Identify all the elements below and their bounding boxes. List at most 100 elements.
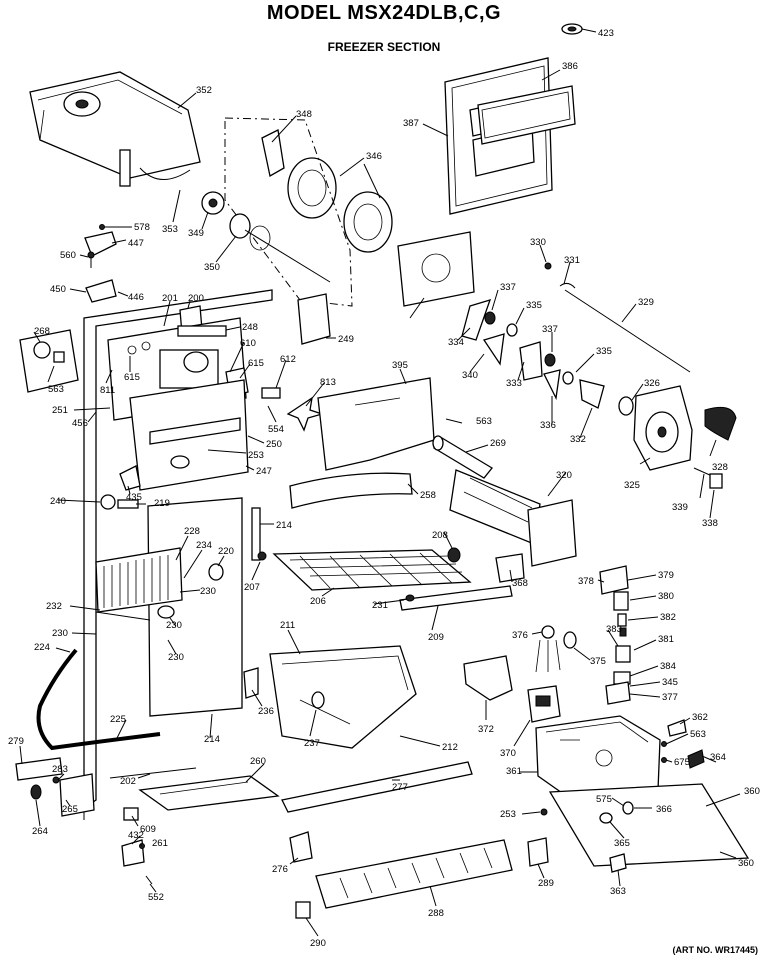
part-277-rail bbox=[281, 761, 473, 813]
part-230 bbox=[157, 605, 175, 619]
label-368: 368 bbox=[512, 578, 528, 589]
part-290 bbox=[295, 901, 311, 919]
label-365: 365 bbox=[614, 838, 630, 849]
part-360-tray bbox=[548, 783, 750, 867]
part-563 bbox=[661, 741, 667, 747]
part-350-spring-auger bbox=[229, 213, 331, 283]
part-339-pin bbox=[693, 467, 713, 477]
label-253-lower: 253 bbox=[500, 809, 516, 820]
label-384: 384 bbox=[660, 661, 676, 672]
label-251: 251 bbox=[52, 405, 68, 416]
label-261: 261 bbox=[152, 838, 168, 849]
part-269-tube bbox=[432, 435, 493, 479]
part-206-shelf bbox=[272, 549, 472, 591]
part-228-evaporator bbox=[95, 547, 224, 613]
part-264 bbox=[30, 784, 42, 800]
label-578: 578 bbox=[134, 222, 150, 233]
part-675 bbox=[661, 757, 667, 763]
part-366 bbox=[622, 801, 634, 815]
part-258-cover bbox=[289, 472, 413, 509]
label-335-lower: 335 bbox=[596, 346, 612, 357]
label-338: 338 bbox=[702, 518, 718, 529]
label-207: 207 bbox=[244, 582, 260, 593]
label-563-right: 563 bbox=[690, 729, 706, 740]
part-289 bbox=[527, 837, 549, 867]
label-236: 236 bbox=[258, 706, 274, 717]
label-450: 450 bbox=[50, 284, 66, 295]
label-208: 208 bbox=[432, 530, 448, 541]
part-240-grommet bbox=[100, 494, 116, 510]
part-279 bbox=[15, 757, 63, 781]
label-383: 383 bbox=[606, 624, 622, 635]
part-207 bbox=[257, 551, 267, 561]
label-260: 260 bbox=[250, 756, 266, 767]
part-363 bbox=[609, 853, 627, 873]
label-330: 330 bbox=[530, 237, 546, 248]
part-224-hose bbox=[36, 648, 161, 751]
label-325: 325 bbox=[624, 480, 640, 491]
label-372: 372 bbox=[478, 724, 494, 735]
label-432: 432 bbox=[128, 830, 144, 841]
label-386: 386 bbox=[562, 61, 578, 72]
label-219: 219 bbox=[154, 498, 170, 509]
part-423-washer bbox=[561, 23, 583, 35]
label-378: 378 bbox=[578, 576, 594, 587]
label-289: 289 bbox=[538, 878, 554, 889]
label-288: 288 bbox=[428, 908, 444, 919]
label-380: 380 bbox=[658, 591, 674, 602]
label-353: 353 bbox=[162, 224, 178, 235]
part-276 bbox=[289, 831, 313, 863]
label-352: 352 bbox=[196, 85, 212, 96]
label-339: 339 bbox=[672, 502, 688, 513]
label-615: 615 bbox=[248, 358, 264, 369]
label-675: 675 bbox=[674, 757, 690, 768]
label-456: 456 bbox=[72, 418, 88, 429]
part-253 bbox=[540, 808, 548, 816]
part-376-harness bbox=[535, 625, 577, 673]
leader-lines bbox=[19, 28, 741, 937]
label-554: 554 bbox=[268, 424, 284, 435]
part-283 bbox=[52, 776, 60, 784]
label-575: 575 bbox=[596, 794, 612, 805]
label-376: 376 bbox=[512, 630, 528, 641]
label-609: 609 bbox=[140, 824, 156, 835]
label-811: 811 bbox=[100, 385, 115, 396]
label-230-left: 230 bbox=[52, 628, 68, 639]
part-446-clip bbox=[85, 279, 117, 303]
label-349: 349 bbox=[188, 228, 204, 239]
part-377 bbox=[605, 681, 631, 705]
label-326: 326 bbox=[644, 378, 660, 389]
label-563-left: 563 bbox=[48, 384, 64, 395]
label-813: 813 bbox=[320, 377, 336, 388]
label-328: 328 bbox=[712, 462, 728, 473]
label-264: 264 bbox=[32, 826, 48, 837]
label-224: 224 bbox=[34, 642, 50, 653]
part-352-ice-bucket bbox=[29, 71, 201, 187]
part-drawings bbox=[15, 23, 750, 919]
label-214-upper: 214 bbox=[276, 520, 292, 531]
part-linkage bbox=[461, 299, 605, 409]
label-209: 209 bbox=[428, 632, 444, 643]
label-337-upper: 337 bbox=[500, 282, 516, 293]
part-211-basket bbox=[269, 645, 417, 749]
part-231 bbox=[405, 594, 415, 602]
label-350: 350 bbox=[204, 262, 220, 273]
label-253-upper: 253 bbox=[248, 450, 264, 461]
label-337-lower: 337 bbox=[542, 324, 558, 335]
part-432 bbox=[121, 839, 145, 867]
part-288-grille bbox=[315, 839, 513, 909]
label-348: 348 bbox=[296, 109, 312, 120]
label-211: 211 bbox=[280, 620, 295, 631]
part-349-gear bbox=[201, 191, 225, 215]
label-615b: 615 bbox=[124, 372, 140, 383]
label-230-lower: 230 bbox=[168, 652, 184, 663]
label-375: 375 bbox=[590, 656, 606, 667]
label-334: 334 bbox=[448, 337, 464, 348]
label-214-lower: 214 bbox=[204, 734, 220, 745]
label-560: 560 bbox=[60, 250, 76, 261]
label-363: 363 bbox=[610, 886, 626, 897]
label-258: 258 bbox=[420, 490, 436, 501]
part-348-bracket bbox=[261, 129, 285, 178]
label-230-mid: 230 bbox=[166, 620, 182, 631]
